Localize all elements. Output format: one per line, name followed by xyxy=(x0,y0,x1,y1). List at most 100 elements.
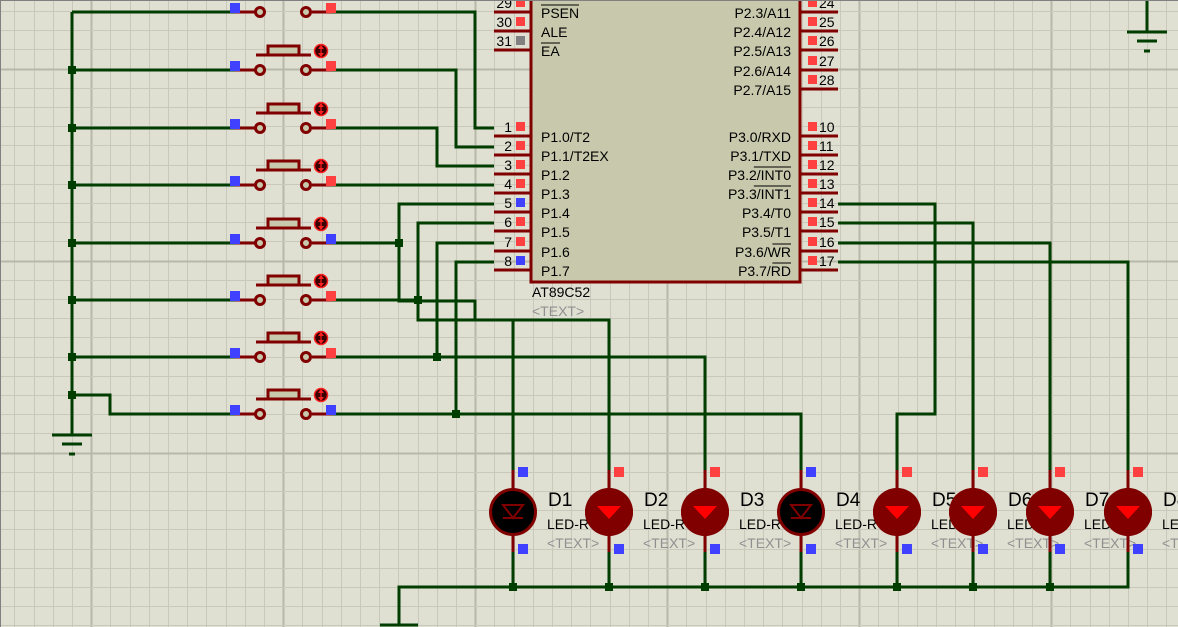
pin-label: P1.5 xyxy=(541,224,570,240)
pin-label: P3.5/T1 xyxy=(742,224,791,240)
junction-dot xyxy=(414,296,422,304)
led-reference: D1 xyxy=(548,490,572,511)
push-button-1[interactable] xyxy=(230,3,336,18)
pin-label: P2.4/A12 xyxy=(733,24,791,40)
led-reference: D7 xyxy=(1085,490,1109,511)
pin-number: 1 xyxy=(504,119,512,135)
arrow-heads xyxy=(318,160,324,172)
led-type: LED-R xyxy=(643,516,685,532)
pin-label: P2.7/A15 xyxy=(733,82,791,98)
chip-text-placeholder: <TEXT> xyxy=(532,303,584,319)
pin-state-indicator xyxy=(230,61,240,71)
led-text-placeholder: <TEXT> xyxy=(739,535,791,551)
push-button-4[interactable] xyxy=(230,158,336,191)
ground-top-right[interactable] xyxy=(1127,30,1167,53)
pin-state-indicator xyxy=(518,544,528,554)
junction-dot xyxy=(395,239,403,247)
pin-state-indicator xyxy=(902,467,912,477)
chip-pin-5[interactable]: 5P1.4 xyxy=(494,195,570,221)
wire xyxy=(332,68,494,149)
arrow-heads xyxy=(318,332,324,344)
arrow-heads xyxy=(318,218,324,230)
grounds xyxy=(52,30,1167,456)
pin-number: 12 xyxy=(819,157,835,173)
led-glow-triangle-icon xyxy=(885,506,909,519)
chip-pin-6[interactable]: 6P1.5 xyxy=(494,214,570,240)
push-button-5[interactable] xyxy=(230,216,336,249)
pin-number: 11 xyxy=(819,138,834,154)
push-button-3[interactable] xyxy=(230,101,336,134)
pin-label: P3.0/RXD xyxy=(729,129,791,145)
pin-state-indicator xyxy=(230,405,240,415)
push-button-7[interactable] xyxy=(230,330,336,363)
led-reference: D8 xyxy=(1163,490,1178,511)
pin-number: 16 xyxy=(819,234,835,250)
led-type: LED-RED xyxy=(1162,516,1178,532)
ground-left[interactable] xyxy=(52,433,92,456)
junction-dot xyxy=(68,66,76,74)
arrow-heads xyxy=(318,275,324,287)
pin-state-indicator xyxy=(516,237,525,246)
junction-dot xyxy=(68,296,76,304)
pin-state-indicator xyxy=(808,17,817,26)
pin-state-indicator xyxy=(978,467,988,477)
pin-state-indicator xyxy=(806,467,816,477)
chip-pin-4[interactable]: 4P1.3 xyxy=(494,176,570,202)
pin-state-indicator xyxy=(516,160,525,169)
chip-pin-7[interactable]: 7P1.6 xyxy=(494,234,570,260)
pin-label: P1.6 xyxy=(541,244,570,260)
switch-terminal xyxy=(254,122,266,134)
chip-body[interactable] xyxy=(529,0,802,284)
wire xyxy=(838,221,975,470)
pin-label: P1.1/T2EX xyxy=(541,148,609,164)
chip-pin-8[interactable]: 8P1.7 xyxy=(494,253,570,279)
push-button-6[interactable] xyxy=(230,273,336,306)
chip-pin-1[interactable]: 1P1.0/T2 xyxy=(494,119,590,145)
pin-state-indicator xyxy=(808,237,817,246)
pin-state-indicator xyxy=(230,291,240,301)
led-type: LED-R xyxy=(547,516,589,532)
pin-number: 3 xyxy=(504,157,512,173)
diode-symbol-icon xyxy=(500,504,526,520)
canvas-border-left xyxy=(0,0,1,627)
pin-state-indicator xyxy=(326,61,336,71)
wire xyxy=(72,393,235,416)
pin-number: 31 xyxy=(496,33,512,49)
push-button-8[interactable] xyxy=(230,387,336,420)
led-glow-triangle-icon xyxy=(1038,506,1062,519)
chip-pin-2[interactable]: 2P1.1/T2EX xyxy=(494,138,609,164)
push-button-2[interactable] xyxy=(230,43,336,76)
switch-terminal xyxy=(254,64,266,76)
pin-state-indicator xyxy=(808,122,817,131)
chip-pin-3[interactable]: 3P1.2 xyxy=(494,157,570,183)
junction-dot xyxy=(68,239,76,247)
led-body-off xyxy=(777,488,825,536)
pin-state-indicator xyxy=(516,217,525,226)
led-text-placeholder: <TEXT> xyxy=(643,535,695,551)
pin-number: 24 xyxy=(819,0,835,11)
led-text-placeholder: <TEXT> xyxy=(1007,535,1059,551)
junction-dot xyxy=(68,181,76,189)
pin-state-indicator xyxy=(326,348,336,358)
pin-state-indicator xyxy=(710,467,720,477)
